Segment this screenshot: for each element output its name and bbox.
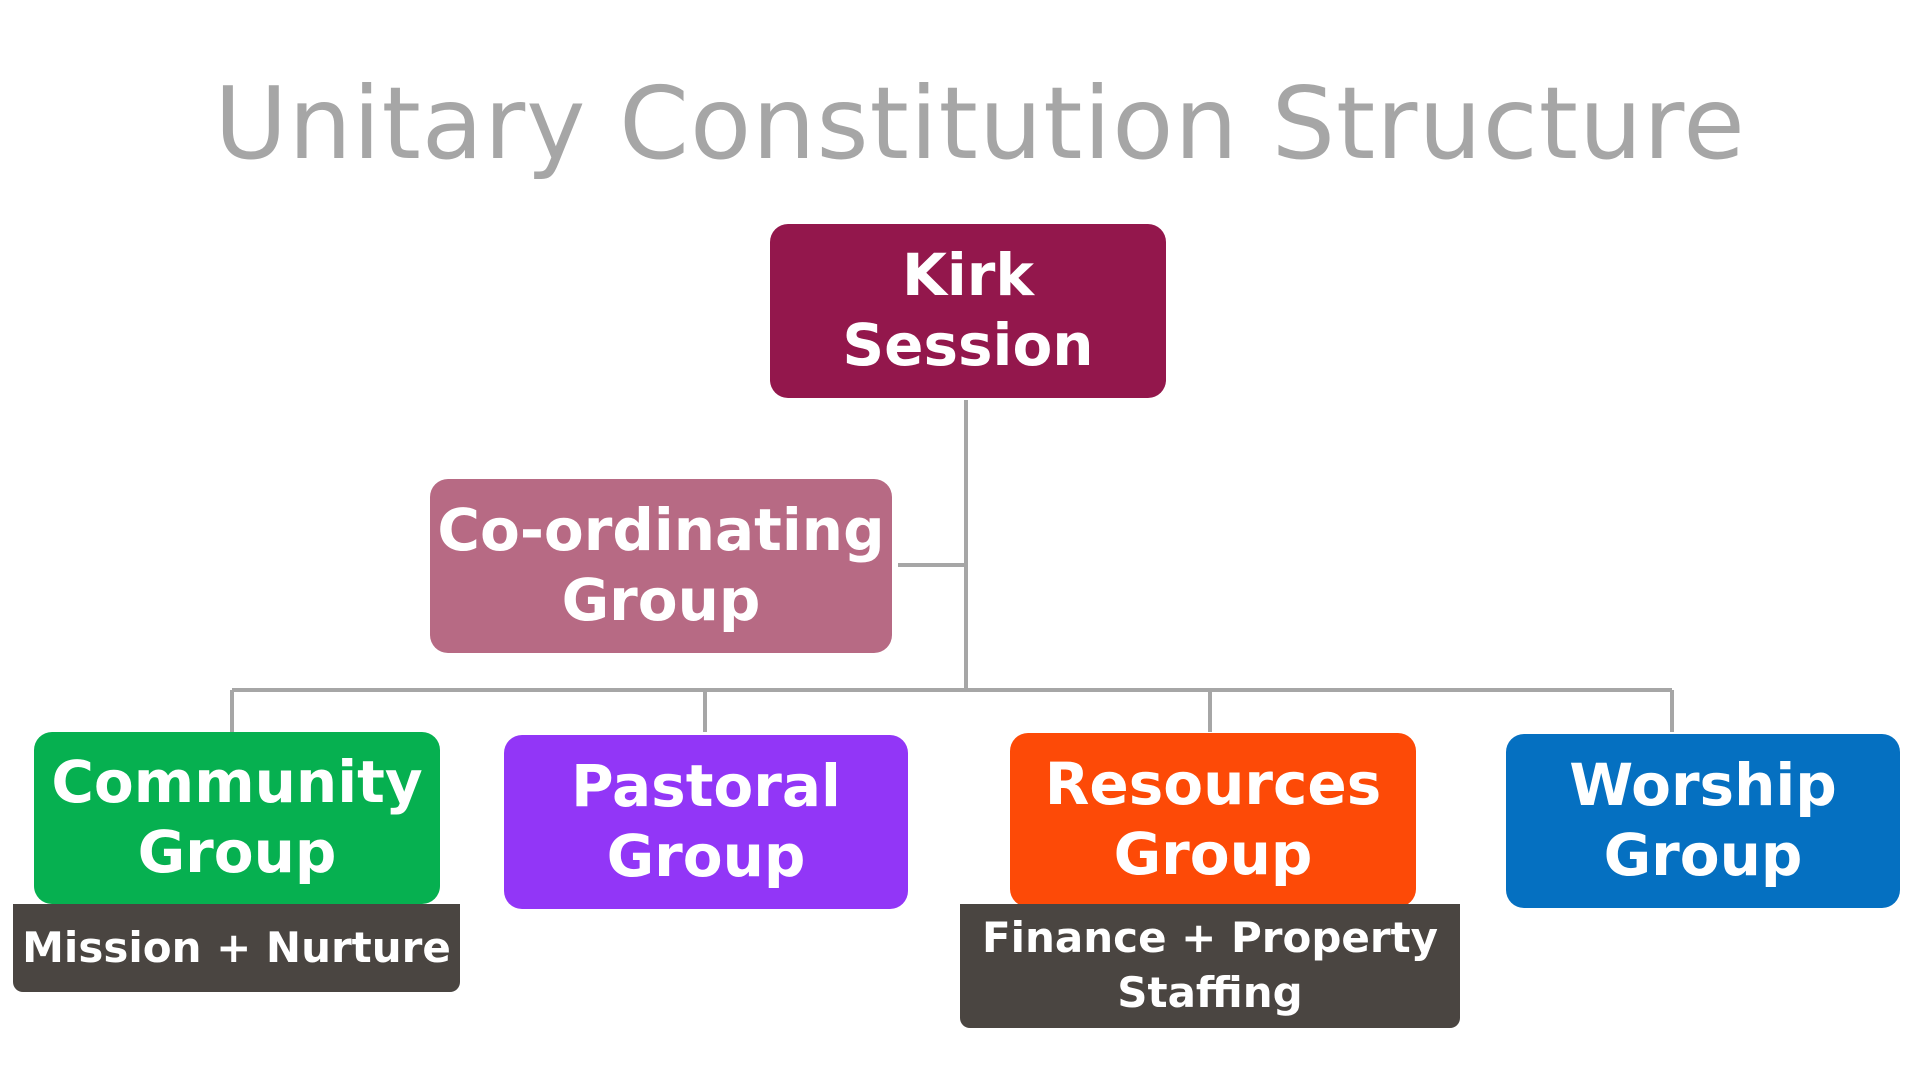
pastoral-group-box: Pastoral Group [504,735,908,909]
coordinating-group-box: Co-ordinating Group [430,479,892,653]
kirk-session-line2: Session [842,311,1094,379]
pastoral-group-line2: Group [606,822,806,890]
worship-group-line1: Worship [1569,751,1837,820]
community-group-box: Community Group [34,732,440,904]
community-subgroup-label: Mission + Nurture [22,922,451,972]
diagram-title: Unitary Constitution Structure [214,65,1746,182]
coordinating-group-line1: Co-ordinating [437,496,885,565]
kirk-session-box: Kirk Session [770,224,1166,398]
resources-subgroup-label-1: Finance + Property [981,913,1439,963]
worship-group-line2: Group [1603,821,1803,889]
community-group-line1: Community [51,748,423,817]
resources-group-line2: Group [1113,820,1313,888]
pastoral-group-line1: Pastoral [571,752,841,821]
resources-subgroup-box: Finance + Property Staffing [960,904,1460,1028]
kirk-session-line1: Kirk [901,241,1034,310]
resources-subgroup-label-2: Staffing [1117,968,1303,1017]
resources-group-line1: Resources [1044,750,1382,819]
coordinating-group-line2: Group [561,566,761,634]
worship-group-box: Worship Group [1506,734,1900,908]
community-subgroup-box: Mission + Nurture [13,904,460,992]
community-group-line2: Group [137,818,337,886]
resources-group-box: Resources Group [1010,733,1416,907]
